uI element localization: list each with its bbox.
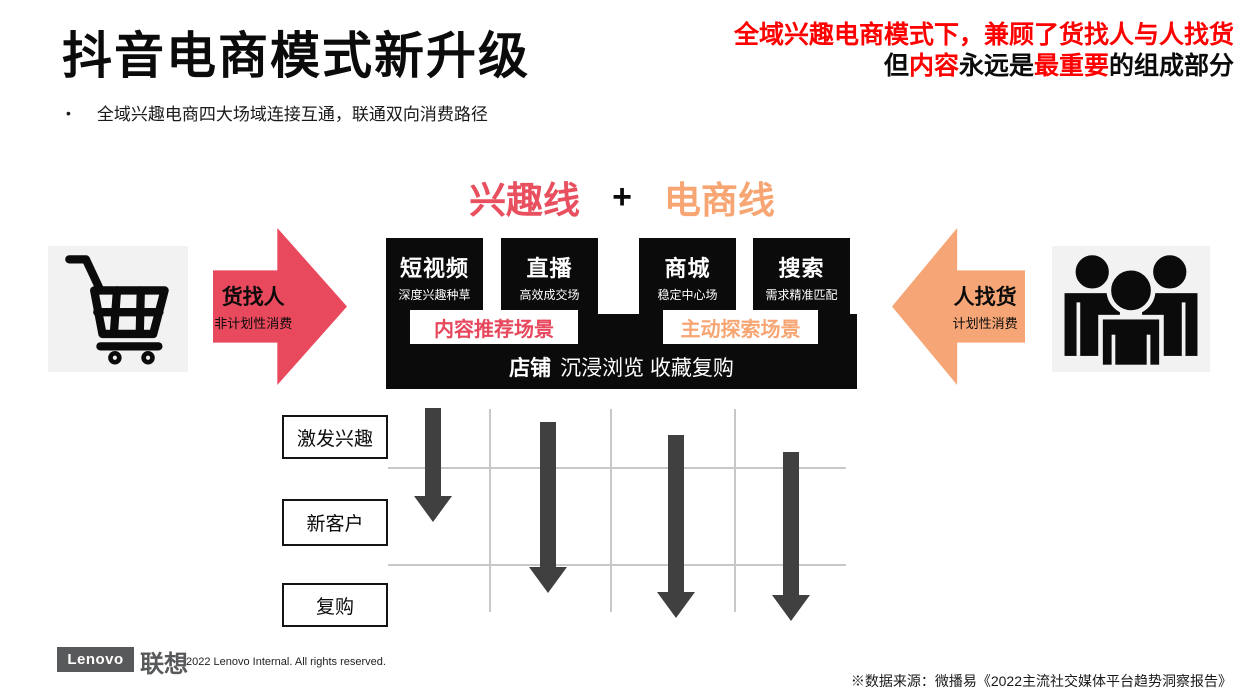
channel-title: 搜索: [778, 255, 825, 281]
arrow-label-block: 货找人 非计划性消费: [214, 270, 293, 342]
arrow-shaft: [783, 452, 799, 595]
headline-line1: 全域兴趣电商模式下，兼顾了货找人与人找货: [733, 21, 1234, 49]
arrow-shaft: [540, 422, 556, 567]
arrow-title: 货找人: [221, 285, 285, 309]
scene-band-active-exploration: 主动探索场景: [663, 310, 818, 344]
down-arrow-short-video: [414, 408, 452, 522]
scene-band-content-recommendation: 内容推荐场景: [410, 310, 578, 344]
channel-title: 直播: [526, 255, 573, 281]
down-arrow-live: [529, 422, 567, 593]
bullet-icon: •: [66, 104, 71, 121]
channel-box-live: 直播 高效成交场: [501, 238, 598, 315]
stage-box-new-customer: 新客户: [282, 499, 388, 546]
grid-vertical-line: [489, 409, 491, 612]
people-tile: [1052, 246, 1210, 372]
axis-header: 兴趣线 + 电商线: [388, 170, 856, 224]
shopping-cart-icon: [59, 249, 177, 370]
plus-sign: +: [612, 177, 632, 216]
headline-line2: 但内容永远是最重要的组成部分: [883, 52, 1234, 80]
arrow-shaft: [668, 435, 684, 592]
grid-horizontal-line: [388, 564, 846, 566]
arrow-head: [529, 567, 567, 593]
channel-box-mall: 商城 稳定中心场: [639, 238, 736, 315]
shop-label: 店铺: [509, 357, 552, 380]
arrow-label-block: 人找货 计划性消费: [948, 270, 1022, 342]
arrow-shaft: [425, 408, 441, 496]
arrow-subtitle: 计划性消费: [952, 315, 1018, 331]
channel-subtitle: 深度兴趣种草: [398, 287, 471, 302]
channel-title: 短视频: [399, 255, 469, 281]
stage-box-repurchase: 复购: [282, 583, 388, 627]
channel-subtitle: 需求精准匹配: [765, 287, 838, 302]
arrow-title: 人找货: [953, 285, 1017, 309]
down-arrow-mall: [657, 435, 695, 618]
stage-box-spark-interest: 激发兴趣: [282, 415, 388, 459]
goods-find-people-arrow: 货找人 非计划性消费: [213, 228, 347, 385]
shop-bar: 店铺 沉浸浏览 收藏复购: [386, 348, 857, 386]
arrow-head: [414, 496, 452, 522]
people-find-goods-arrow: 人找货 计划性消费: [892, 228, 1025, 385]
copyright-text: 2022 Lenovo Internal. All rights reserve…: [186, 656, 386, 668]
channel-subtitle: 稳定中心场: [657, 287, 718, 302]
data-source-note: ※数据来源：微播易《2022主流社交媒体平台趋势洞察报告》: [850, 673, 1232, 689]
grid-vertical-line: [610, 409, 612, 612]
lenovo-logo-chinese: 联想: [140, 651, 188, 678]
down-arrow-search: [772, 452, 810, 621]
headline-block: 全域兴趣电商模式下，兼顾了货找人与人找货 但内容永远是最重要的组成部分: [734, 20, 1234, 82]
shop-description: 沉浸浏览 收藏复购: [560, 357, 734, 380]
people-group-icon: [1057, 247, 1205, 372]
lenovo-logo: Lenovo: [57, 647, 134, 672]
channel-subtitle: 高效成交场: [519, 287, 580, 302]
arrow-head: [657, 592, 695, 618]
grid-horizontal-line: [388, 467, 846, 469]
bullet-text: 全域兴趣电商四大场域连接互通，联通双向消费路径: [96, 105, 488, 124]
cart-tile: [48, 246, 188, 372]
arrow-subtitle: 非计划性消费: [214, 315, 293, 331]
channel-box-search: 搜索 需求精准匹配: [753, 238, 850, 315]
page-title: 抖音电商模式新升级: [62, 28, 530, 84]
bullet-line: • 全域兴趣电商四大场域连接互通，联通双向消费路径: [66, 100, 488, 125]
channel-title: 商城: [664, 255, 711, 281]
arrow-head: [772, 595, 810, 621]
channel-box-short-video: 短视频 深度兴趣种草: [386, 238, 483, 315]
commerce-line-label: 电商线: [663, 180, 775, 221]
grid-vertical-line: [734, 409, 736, 612]
interest-line-label: 兴趣线: [469, 180, 581, 221]
